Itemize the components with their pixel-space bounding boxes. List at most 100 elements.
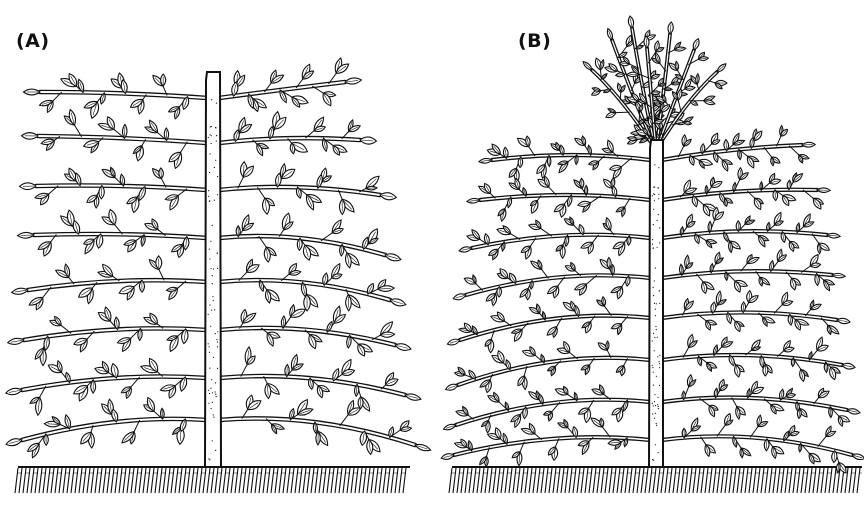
leaf: [555, 244, 564, 252]
leaf: [794, 318, 802, 331]
leaf: [364, 185, 379, 191]
leaf: [540, 353, 546, 364]
leaf: [366, 438, 374, 456]
leaf: [305, 193, 315, 211]
leaf: [547, 446, 556, 456]
leaf: [543, 175, 550, 189]
leaf: [799, 368, 806, 383]
leaf: [508, 272, 517, 285]
leaf: [785, 393, 797, 399]
leaf: [535, 219, 542, 230]
leaf: [605, 216, 612, 232]
leaf: [783, 430, 790, 442]
leaf: [34, 347, 44, 360]
leaf: [574, 304, 580, 318]
leaf: [296, 408, 314, 416]
leaf: [332, 144, 341, 156]
leaf: [158, 167, 164, 180]
leaf: [517, 156, 524, 169]
leaf: [719, 191, 726, 204]
leaf: [140, 233, 146, 248]
leaf: [749, 136, 755, 150]
leaf: [573, 283, 588, 291]
leaf: [339, 243, 345, 257]
leaf: [724, 419, 734, 426]
leaf: [687, 379, 697, 388]
leaf: [529, 200, 539, 206]
leaf: [384, 253, 402, 262]
leaf: [77, 78, 85, 94]
leaf: [452, 293, 467, 301]
leaf: [497, 350, 505, 364]
leaf: [16, 231, 35, 239]
leaf: [606, 139, 614, 154]
leaf: [121, 123, 128, 140]
leaf: [182, 95, 190, 111]
leaf: [394, 343, 412, 351]
leaf: [792, 173, 804, 183]
leaf: [581, 135, 587, 147]
leaf: [704, 184, 709, 196]
leaf: [148, 357, 159, 373]
leaf: [74, 172, 82, 187]
leaf: [733, 280, 741, 293]
leaf: [564, 234, 570, 248]
leaf: [519, 287, 529, 298]
leaf: [719, 384, 729, 392]
leaf: [816, 344, 829, 352]
leaf: [721, 159, 729, 172]
leaf: [724, 270, 729, 282]
leaf: [256, 143, 264, 157]
leaf: [331, 227, 345, 235]
leaf: [37, 241, 52, 250]
leaf: [4, 387, 23, 396]
leaf: [723, 230, 729, 243]
leaf: [583, 184, 589, 197]
leaf: [511, 451, 521, 459]
leaf: [271, 423, 278, 435]
leaf: [851, 453, 864, 461]
leaf: [529, 345, 536, 357]
leaf: [120, 386, 132, 394]
leaf: [264, 382, 272, 400]
leaf: [676, 88, 683, 101]
leaf: [689, 100, 699, 106]
leaf: [617, 51, 628, 59]
leaf: [10, 287, 29, 295]
leaf: [295, 186, 302, 199]
leaf: [118, 285, 135, 295]
leaf: [65, 371, 71, 384]
leaf: [546, 285, 559, 295]
leaf: [73, 337, 88, 346]
leaf: [577, 440, 590, 447]
leaf: [700, 143, 706, 155]
leaf: [68, 72, 78, 88]
leaf: [506, 196, 513, 209]
leaf: [566, 194, 573, 208]
leaf: [610, 263, 616, 277]
leaf: [231, 81, 239, 97]
leaf: [582, 61, 593, 71]
leaf: [313, 125, 327, 133]
leaf: [502, 225, 512, 235]
leaf: [780, 128, 789, 137]
leaf: [72, 385, 89, 395]
leaf: [316, 384, 324, 399]
leaf: [577, 407, 590, 415]
leaf: [739, 447, 744, 459]
leaf: [235, 224, 241, 238]
leaf: [710, 301, 717, 315]
leaf: [289, 407, 295, 421]
leaf: [379, 331, 396, 338]
leaf: [480, 419, 490, 428]
leaf: [241, 222, 255, 231]
leaf: [82, 140, 100, 148]
leaf: [682, 138, 692, 147]
leaf: [347, 124, 361, 133]
leaf: [714, 257, 724, 265]
leaf: [826, 324, 832, 336]
leaf: [316, 173, 323, 190]
leaf: [126, 196, 138, 205]
leaf: [338, 198, 346, 216]
leaf: [505, 359, 512, 371]
